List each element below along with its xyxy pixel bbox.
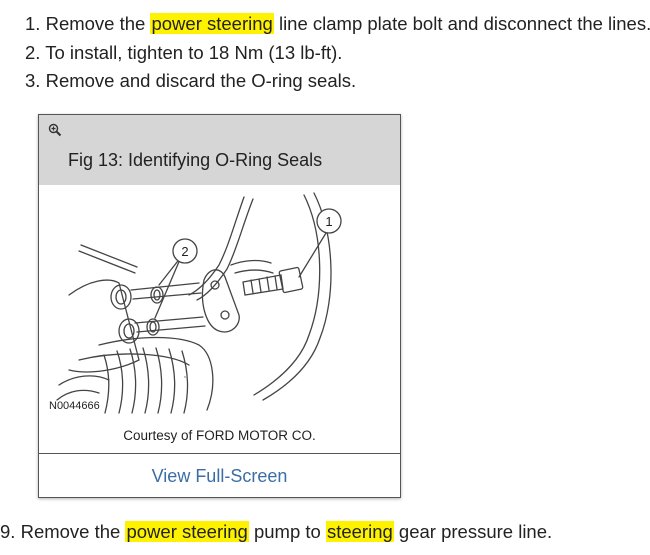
callout-2-marker	[172, 238, 198, 264]
callout-1-marker	[316, 208, 342, 234]
callout-2-label: 2	[181, 244, 188, 259]
step-3: 3. Remove and discard the O-ring seals.	[25, 69, 356, 93]
step-number: 1.	[25, 13, 41, 34]
highlighted-term: power steering	[150, 13, 274, 34]
highlighted-term: steering	[325, 521, 394, 542]
step-number: 9.	[0, 521, 16, 542]
figure-header: Fig 13: Identifying O-Ring Seals	[39, 115, 400, 185]
step-text: Remove and discard the O-ring seals.	[45, 70, 357, 91]
step-text: Remove the	[45, 13, 151, 34]
step-number: 3.	[25, 70, 41, 91]
figure-caption: Courtesy of FORD MOTOR CO.	[123, 428, 316, 443]
highlighted-term: power steering	[125, 521, 249, 542]
oring-seal-diagram: 1 2 N0044666	[49, 192, 342, 414]
figure-divider	[39, 453, 400, 454]
view-full-screen-link[interactable]: View Full-Screen	[151, 466, 288, 486]
drawing-code: N0044666	[49, 400, 100, 412]
step-text: gear pressure line.	[393, 521, 553, 542]
callout-1-label: 1	[325, 214, 332, 229]
step-text: pump to	[248, 521, 326, 542]
figure-card: Fig 13: Identifying O-Ring Seals	[38, 114, 401, 498]
step-2: 2. To install, tighten to 18 Nm (13 lb-f…	[25, 41, 342, 65]
step-text: To install, tighten to 18 Nm (13 lb-ft).	[45, 42, 343, 63]
magnify-plus-icon[interactable]	[48, 123, 62, 137]
step-text: Remove the	[20, 521, 126, 542]
step-text: line clamp plate bolt and disconnect the…	[273, 13, 650, 34]
figure-title: Fig 13: Identifying O-Ring Seals	[68, 150, 323, 170]
step-1: 1. Remove the power steering line clamp …	[25, 12, 650, 36]
step-9: 9. Remove the power steering pump to ste…	[0, 520, 552, 544]
step-number: 2.	[25, 42, 41, 63]
